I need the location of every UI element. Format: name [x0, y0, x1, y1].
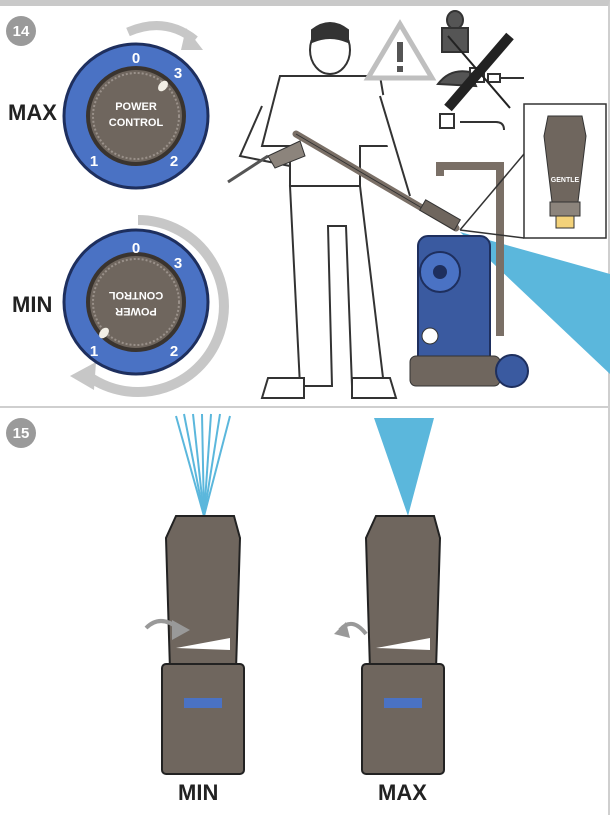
do-not-spray-people-animals-electrics-icon	[436, 10, 524, 131]
knob-min-mark-2: 2	[170, 343, 178, 360]
knob-max-label-1: POWER	[115, 101, 157, 113]
min-nozzle-label: MIN	[178, 780, 219, 805]
step-14-panel: 14 MAX MIN POWER CONTROL 0 3 2 1 POWER	[0, 0, 610, 406]
max-label: MAX	[8, 100, 57, 125]
knob-min-mark-0: 0	[132, 240, 140, 257]
knob-max-mark-3: 3	[174, 65, 182, 82]
min-label: MIN	[12, 292, 53, 317]
step-14-illustration: POWER CONTROL 0 3 2 1 POWER CONTROL 0 3 …	[62, 10, 610, 399]
max-nozzle-label: MAX	[378, 780, 427, 805]
warning-triangle-icon	[363, 19, 437, 81]
power-control-knob-max	[62, 42, 210, 190]
knob-max-mark-2: 2	[170, 153, 178, 170]
step-15-illustration	[144, 413, 445, 775]
power-control-knob-min	[62, 228, 210, 376]
spray-gun-icon	[227, 130, 462, 232]
knob-max-label-2: CONTROL	[109, 117, 164, 129]
nozzle-gentle-label: GENTLE	[551, 177, 580, 184]
pressure-washer-machine-icon	[409, 162, 529, 388]
fan-spray-pattern-icon	[175, 413, 231, 517]
knob-min-mark-3: 3	[174, 255, 182, 272]
nozzle-max-icon	[361, 515, 445, 775]
nozzle-min-icon	[161, 515, 245, 775]
rotate-counterclockwise-arrow-icon	[85, 215, 229, 397]
jet-spray-pattern-icon	[374, 418, 434, 516]
step-14-number: 14	[6, 16, 36, 46]
step-15-number: 15	[6, 418, 36, 448]
knob-min-mark-1: 1	[90, 343, 98, 360]
nozzle-detail-icon	[543, 115, 587, 229]
step-15-panel: 15 MIN MAX	[0, 406, 610, 815]
knob-max-mark-1: 1	[90, 153, 98, 170]
knob-min-label-2: CONTROL	[109, 289, 164, 301]
knob-min-label-1: POWER	[115, 305, 157, 317]
knob-max-mark-0: 0	[132, 50, 140, 67]
